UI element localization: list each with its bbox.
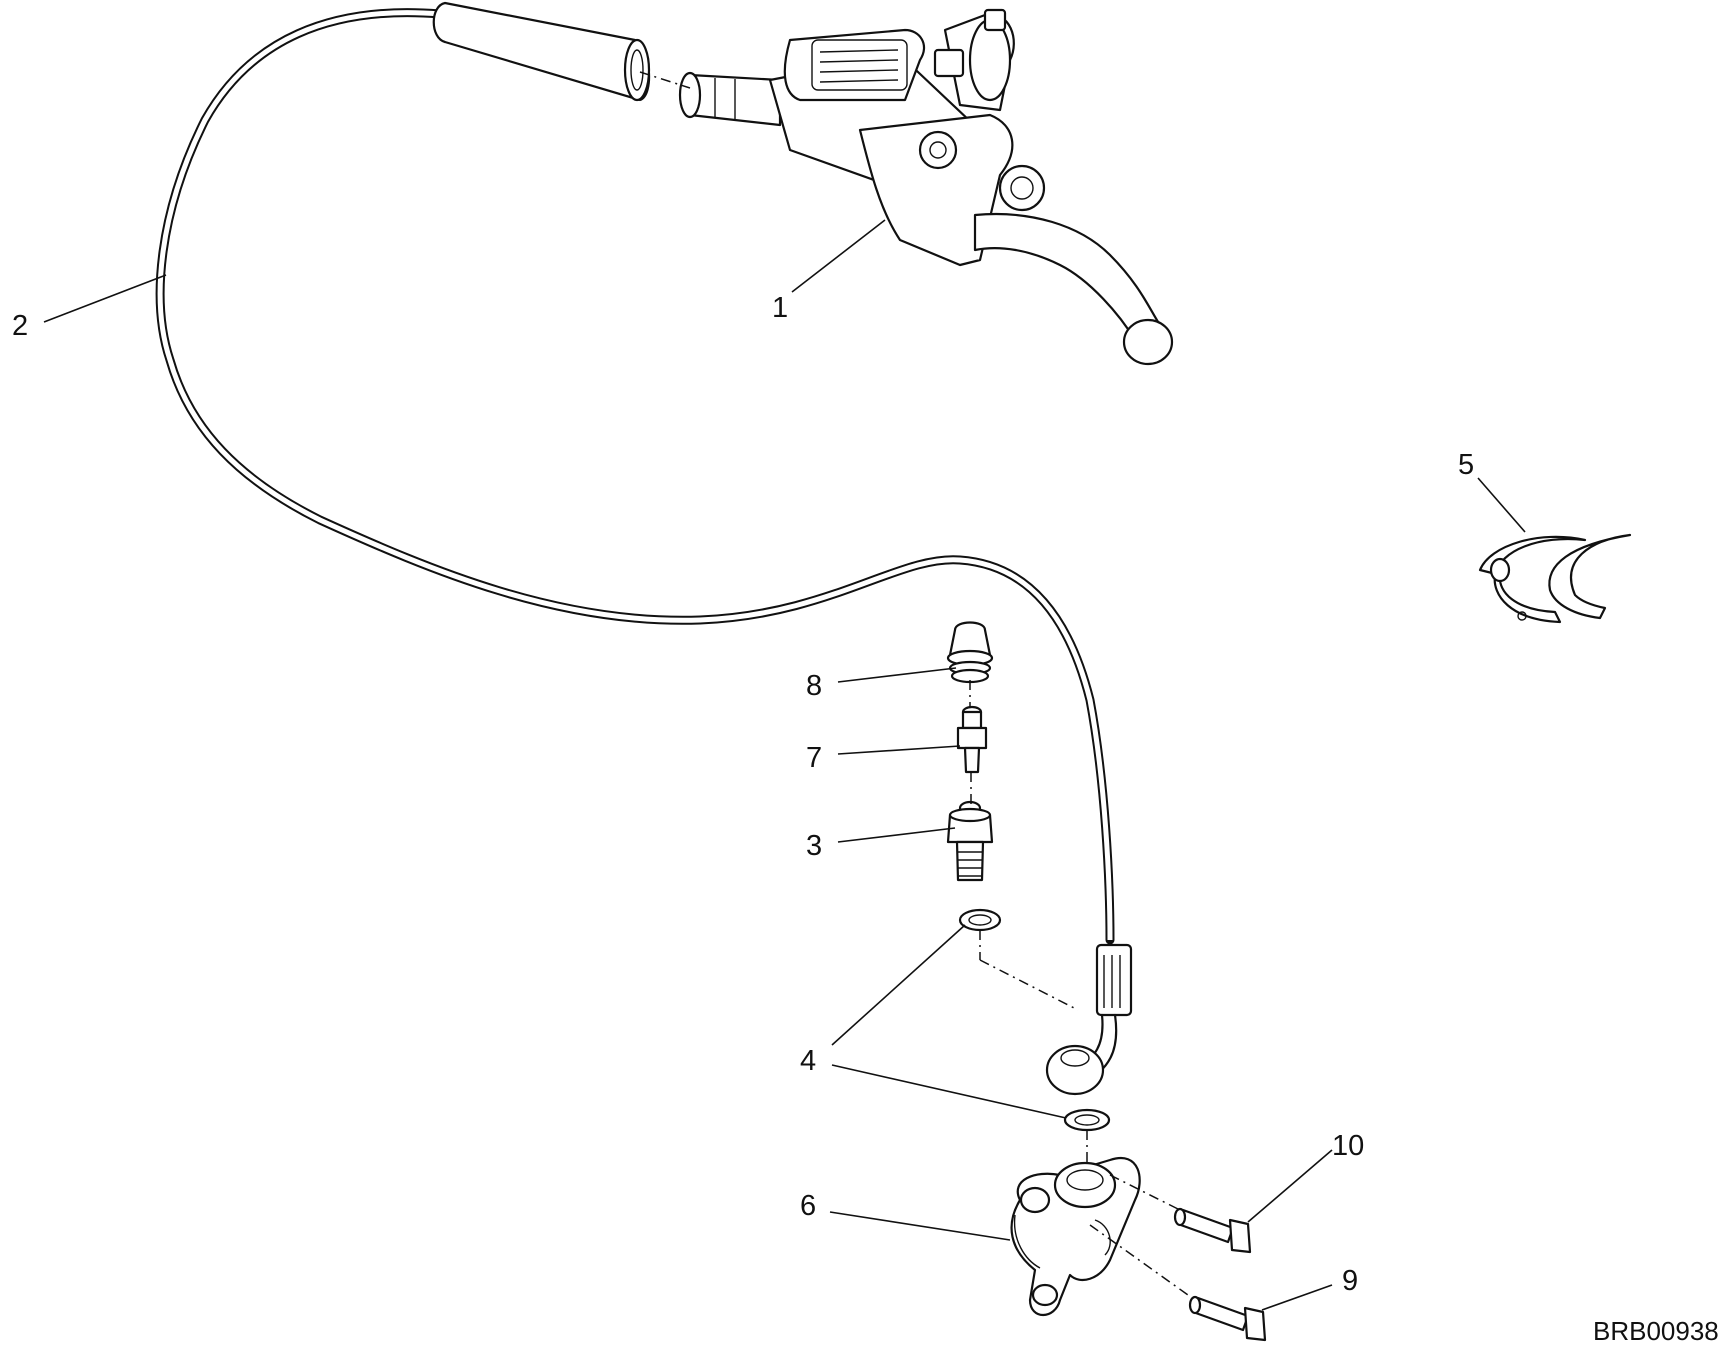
callout-6: 6 (800, 1190, 816, 1222)
callout-7: 7 (806, 742, 822, 774)
hose-clip (1478, 533, 1632, 624)
sealing-washer-lower (1063, 1108, 1111, 1132)
callouts: 1 2 5 8 7 3 4 6 10 9 (12, 292, 1474, 1297)
callout-2: 2 (12, 310, 28, 342)
banjo-bolt (946, 800, 994, 882)
master-cylinder (678, 8, 1174, 366)
callout-10: 10 (1332, 1130, 1364, 1162)
hose (155, 1, 1133, 1096)
callout-5: 5 (1458, 449, 1474, 481)
bleed-valve (956, 705, 988, 774)
callout-4: 4 (800, 1045, 816, 1077)
callout-3: 3 (806, 830, 822, 862)
callout-9: 9 (1342, 1265, 1358, 1297)
callout-8: 8 (806, 670, 822, 702)
slave-cylinder (1010, 1157, 1141, 1316)
callout-1: 1 (772, 292, 788, 324)
bolt-upper (1173, 1207, 1252, 1254)
drawing-code: BRB00938 (1593, 1316, 1719, 1346)
bolt-lower (1188, 1295, 1267, 1342)
assembly-centerlines (639, 71, 1196, 1301)
leader-lines (43, 219, 1526, 1311)
sealing-washer-upper (958, 908, 1002, 932)
bleed-cap (946, 621, 994, 684)
